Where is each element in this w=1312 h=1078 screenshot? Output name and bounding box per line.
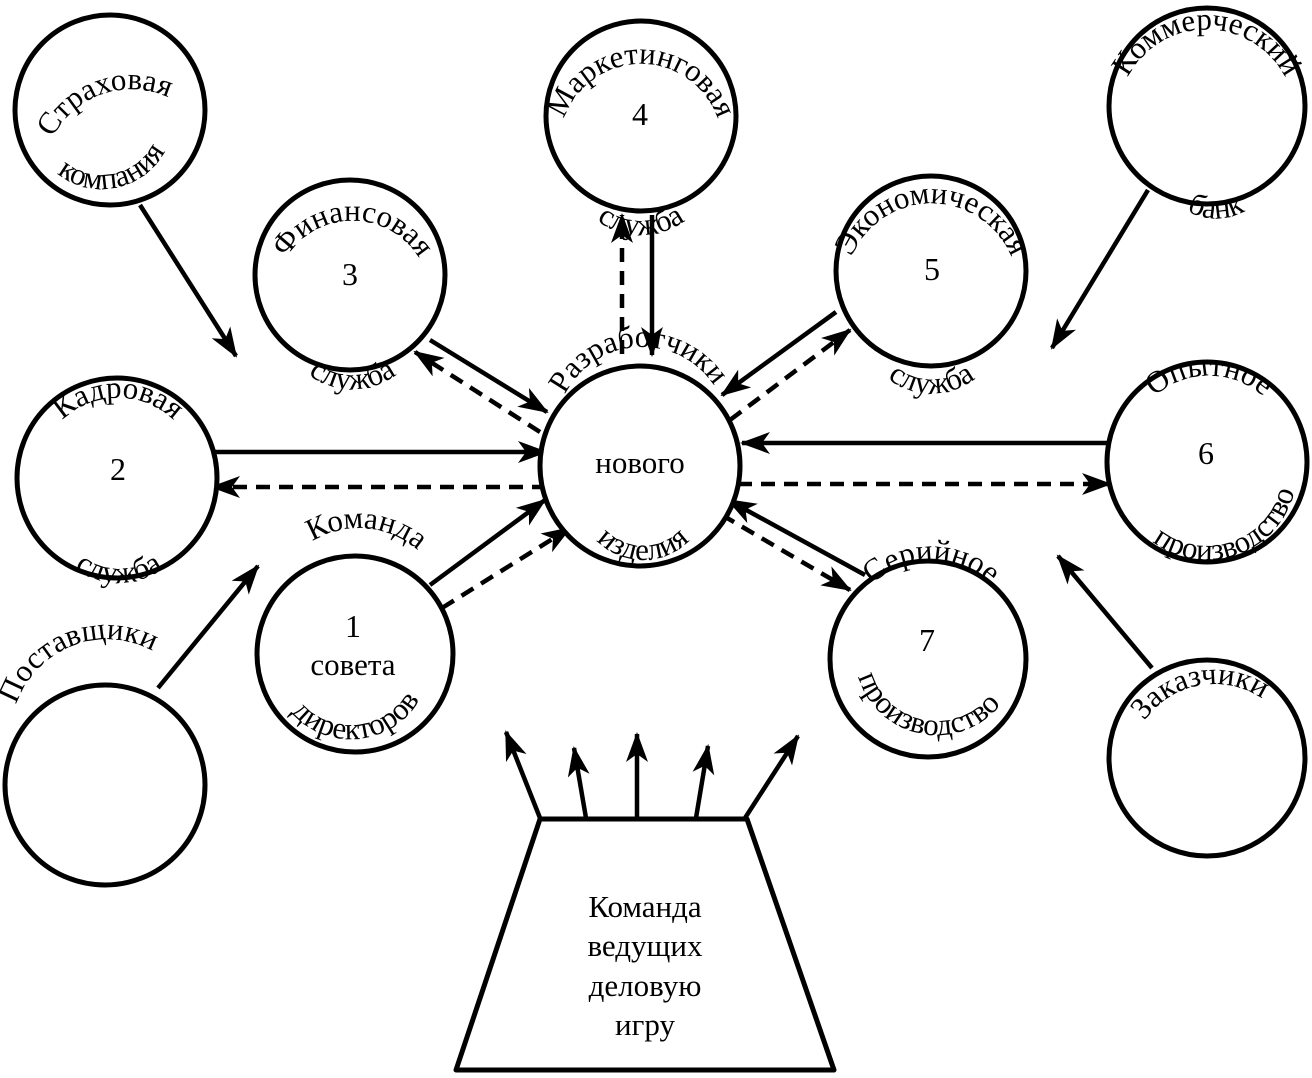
host-arrow-4 — [692, 744, 715, 819]
node-suppliers: Поставщики — [0, 611, 208, 888]
pilot-number: 6 — [1198, 435, 1214, 471]
serial-to-center-arrow — [726, 498, 867, 577]
node-finance: Финансовая 3 служба — [252, 177, 448, 397]
center-to-finance-dashed-arrow — [413, 350, 542, 434]
board-to-center-dashed-arrow — [440, 526, 572, 610]
host-team-line1: Команда — [588, 889, 702, 924]
customers-arrow — [1056, 554, 1154, 670]
svg-text:Команда: Команда — [300, 500, 435, 556]
node-economic: Экономическая 5 служба — [827, 173, 1037, 401]
node-customers: Заказчики — [1106, 656, 1308, 859]
host-team-line3: деловую — [589, 968, 702, 1003]
node-board: Команда 1 совета директоров — [254, 500, 456, 755]
host-team-trapezoid — [453, 816, 837, 1073]
node-hr: Кадровая 2 служба — [14, 370, 220, 591]
host-arrow-2 — [567, 746, 590, 819]
marketing-number: 4 — [632, 96, 648, 132]
host-arrow-1 — [503, 730, 543, 819]
node-pilot-production: Опытное 6 производство — [1104, 347, 1310, 567]
node-serial-production: Серийное 7 производство — [827, 532, 1029, 760]
host-team-line2: ведущих — [587, 928, 703, 963]
node-bank: Коммерческий банк — [1104, 1, 1309, 226]
node-insurance: Страховая компания — [12, 12, 208, 208]
board-number: 1 — [345, 608, 361, 644]
economic-to-center-arrow — [720, 310, 838, 397]
finance-to-center-arrow — [428, 338, 549, 414]
center-node: Разработчики нового изделия — [537, 319, 743, 569]
economic-number: 5 — [924, 251, 940, 287]
insurance-arrow — [138, 203, 238, 358]
board-to-center-arrow — [428, 498, 547, 587]
hr-number: 2 — [110, 451, 126, 487]
center-label-line2: нового — [595, 445, 684, 480]
center-to-economic-dashed-arrow — [728, 328, 852, 422]
host-team-line4: игру — [615, 1007, 675, 1042]
bank-arrow — [1050, 188, 1150, 350]
suppliers-arrow — [156, 564, 260, 690]
host-arrow-5 — [743, 734, 800, 820]
host-team-block: Команда ведущих деловую игру — [453, 816, 837, 1073]
finance-number: 3 — [342, 256, 358, 292]
board-label-line1: Команда — [300, 500, 435, 556]
serial-number: 7 — [919, 622, 935, 658]
board-label-line2: совета — [310, 647, 395, 682]
center-to-serial-dashed-arrow — [720, 513, 852, 592]
node-marketing: Маркетинговая 4 служба — [539, 18, 744, 243]
connectors — [138, 188, 1154, 820]
